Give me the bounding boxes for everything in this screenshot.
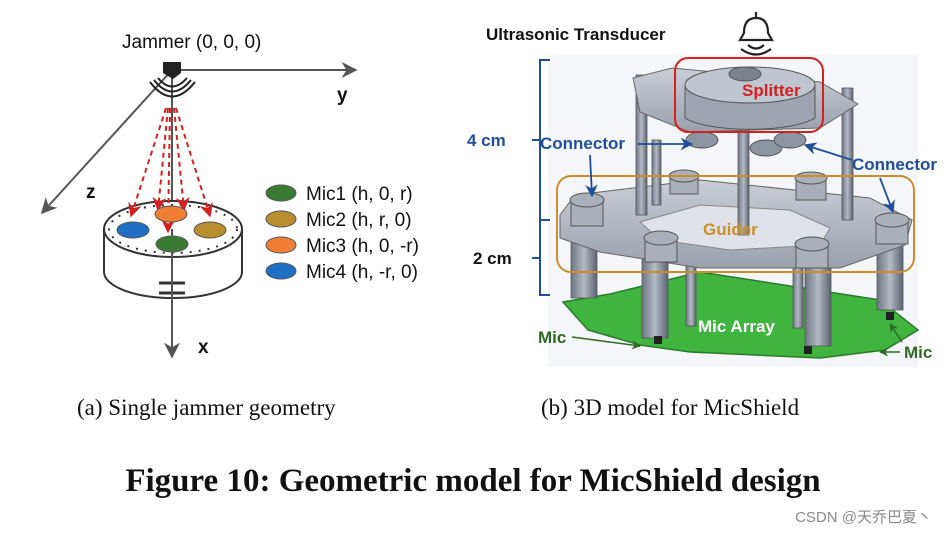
speaker-icon	[149, 62, 196, 98]
splitter-body	[684, 66, 816, 130]
mic4-dot	[116, 221, 150, 239]
mic-legend: Mic1 (h, 0, r) Mic2 (h, r, 0) Mic3 (h, 0…	[265, 184, 419, 283]
connector-left-label: Connector	[540, 134, 625, 153]
mic-array-label: Mic Array	[698, 317, 775, 336]
mic-right-label: Mic	[904, 343, 932, 362]
guider-highlight	[556, 175, 915, 273]
mic3-dot	[154, 205, 188, 223]
legend-mic2: Mic2 (h, r, 0)	[306, 210, 412, 231]
axis-y-label: y	[337, 85, 348, 106]
axis-x-label: x	[198, 337, 209, 358]
legend-swatch-mic4	[265, 262, 297, 280]
figure-title: Figure 10: Geometric model for MicShield…	[125, 463, 821, 499]
jammer-label: Jammer (0, 0, 0)	[122, 32, 261, 53]
legend-mic3: Mic3 (h, 0, -r)	[306, 236, 419, 257]
bell-icon	[738, 12, 774, 56]
legend-mic1: Mic1 (h, 0, r)	[306, 184, 413, 205]
legend-swatch-mic3	[265, 236, 297, 254]
caption-b: (b) 3D model for MicShield	[541, 395, 800, 420]
caption-a: (a) Single jammer geometry	[77, 395, 336, 420]
axis-z-label: z	[86, 182, 96, 203]
dimension-top-label: 4 cm	[467, 131, 506, 150]
connector-right-label: Connector	[852, 155, 937, 174]
dimension-brackets	[532, 59, 550, 296]
splitter-label: Splitter	[742, 81, 801, 100]
watermark: CSDN @天乔巴夏丶	[795, 509, 932, 526]
panel-a-geometry: Jammer (0, 0, 0) y z x Mic1 (h, 0, r) Mi…	[40, 32, 419, 359]
mic1-dot	[155, 235, 189, 253]
mic2-dot	[193, 221, 227, 239]
axis-z-line	[40, 69, 173, 215]
mic-left-label: Mic	[538, 328, 566, 347]
legend-swatch-mic2	[265, 210, 297, 228]
legend-mic4: Mic4 (h, -r, 0)	[306, 262, 418, 283]
dimension-bottom-label: 2 cm	[473, 249, 512, 268]
panel-b-3d-model: Ultrasonic Transducer Splitter Connector…	[467, 12, 937, 367]
legend-swatch-mic1	[265, 184, 297, 202]
splitter-highlight	[674, 57, 824, 133]
guider-label: Guider	[703, 220, 758, 239]
transducer-label: Ultrasonic Transducer	[486, 25, 666, 44]
